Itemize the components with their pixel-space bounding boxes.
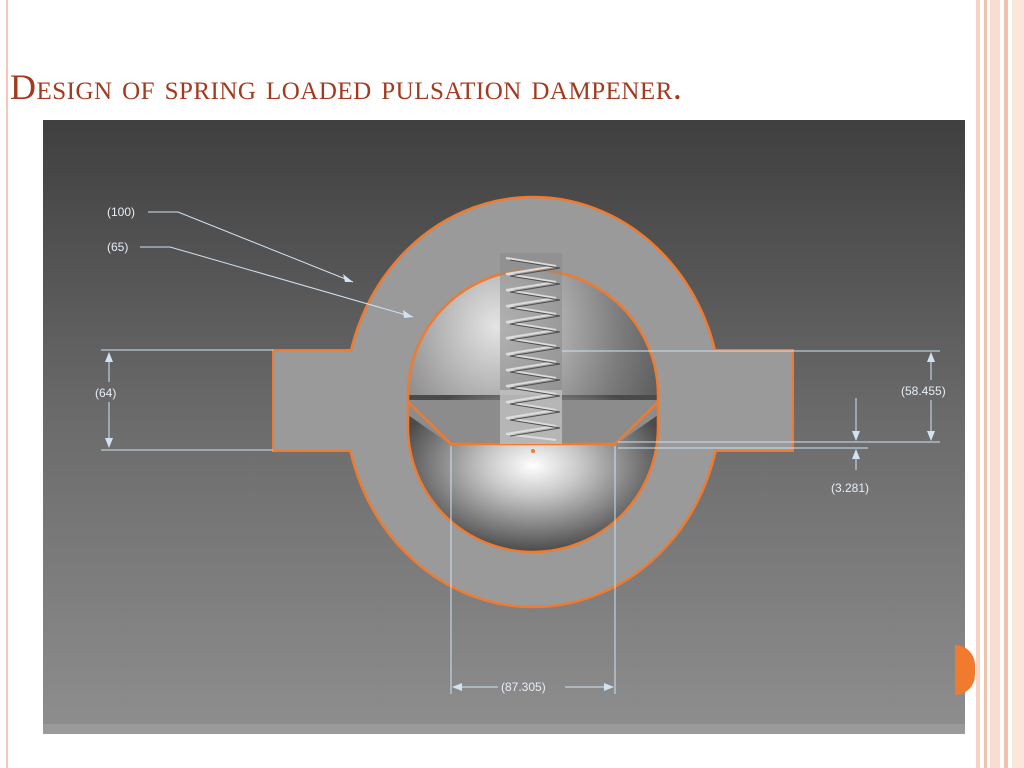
label-left-height: (64) — [95, 386, 116, 400]
left-accent-rule — [6, 0, 8, 768]
label-gap: (3.281) — [831, 481, 869, 495]
slide-title: Design of spring loaded pulsation dampen… — [10, 67, 683, 107]
label-inner-diameter: (65) — [107, 240, 128, 254]
slide-accent-tab — [955, 645, 975, 695]
label-right-height: (58.455) — [901, 384, 946, 398]
dimension-lines — [101, 211, 940, 694]
label-outer-diameter: (100) — [107, 205, 135, 219]
spring — [500, 253, 562, 444]
right-accent-stripes — [976, 0, 1024, 768]
label-bottom-width: (87.305) — [501, 680, 546, 694]
cad-diagram: (100) (65) (64) (58.455) (3.281) (87.305… — [43, 120, 965, 734]
